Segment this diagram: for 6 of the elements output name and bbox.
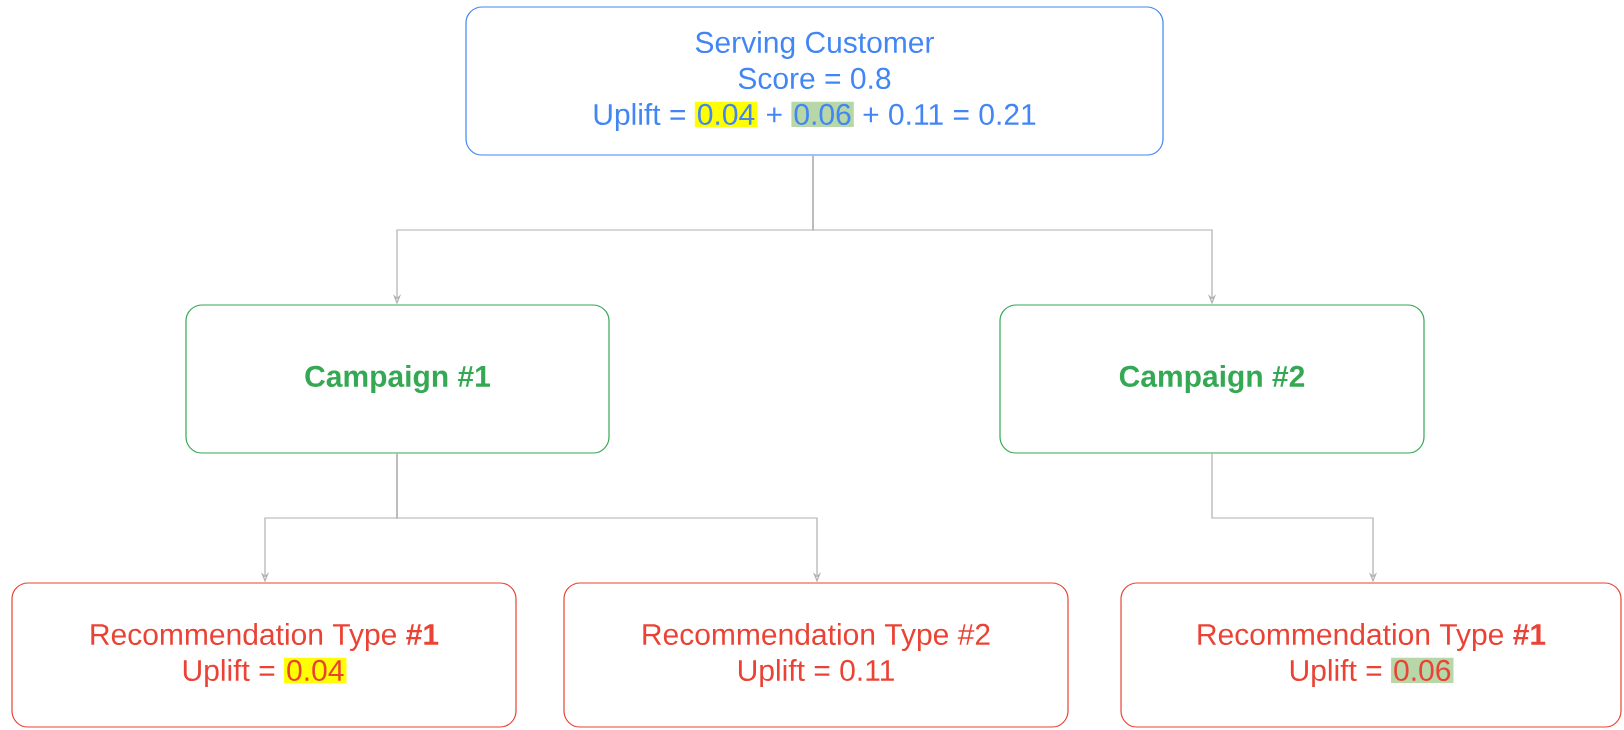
node-box: Campaign #2	[999, 304, 1425, 454]
node-box: Campaign #1	[185, 304, 610, 454]
node-box: Recommendation Type #1 Uplift = 0.04	[11, 582, 517, 728]
node-box: Serving Customer Score = 0.8 Uplift = 0.04 + 0.06 + 0.11 = 0.21	[465, 6, 1164, 156]
node-box: Recommendation Type #2 Uplift = 0.11	[563, 582, 1069, 728]
node-box: Recommendation Type #1 Uplift = 0.06	[1120, 582, 1622, 728]
